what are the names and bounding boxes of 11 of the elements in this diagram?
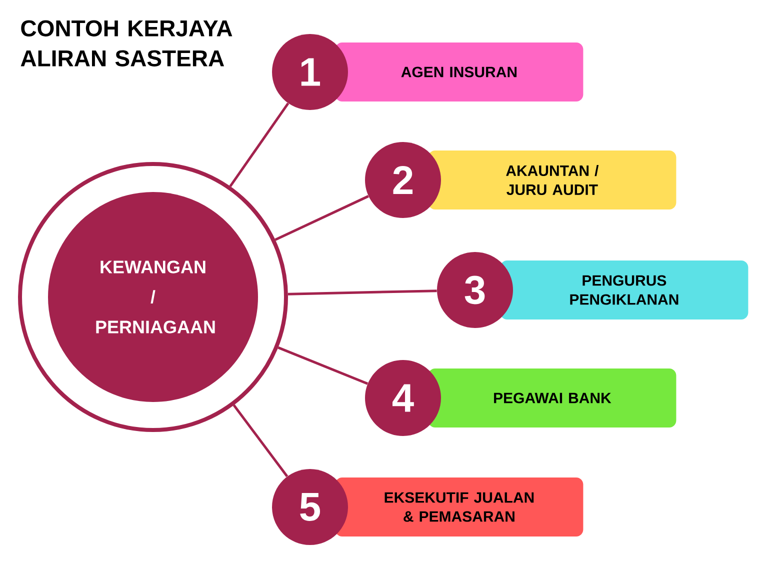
label-box: PENGURUS PENGIKLANAN <box>500 260 748 320</box>
title: CONTOH KERJAYA ALIRAN SASTERA <box>20 20 232 66</box>
connector-line <box>274 195 369 241</box>
label-box: PEGAWAI BANK <box>428 368 676 428</box>
label-box: EKSEKUTIF JUALAN & PEMASARAN <box>335 478 584 536</box>
connector-line <box>232 404 288 478</box>
connector-line <box>229 102 290 188</box>
connector-line <box>288 290 437 296</box>
label-box: AKAUNTAN / JURU AUDIT <box>428 150 676 210</box>
connector-line <box>278 346 368 385</box>
label-box: AGEN INSURAN <box>335 42 584 102</box>
